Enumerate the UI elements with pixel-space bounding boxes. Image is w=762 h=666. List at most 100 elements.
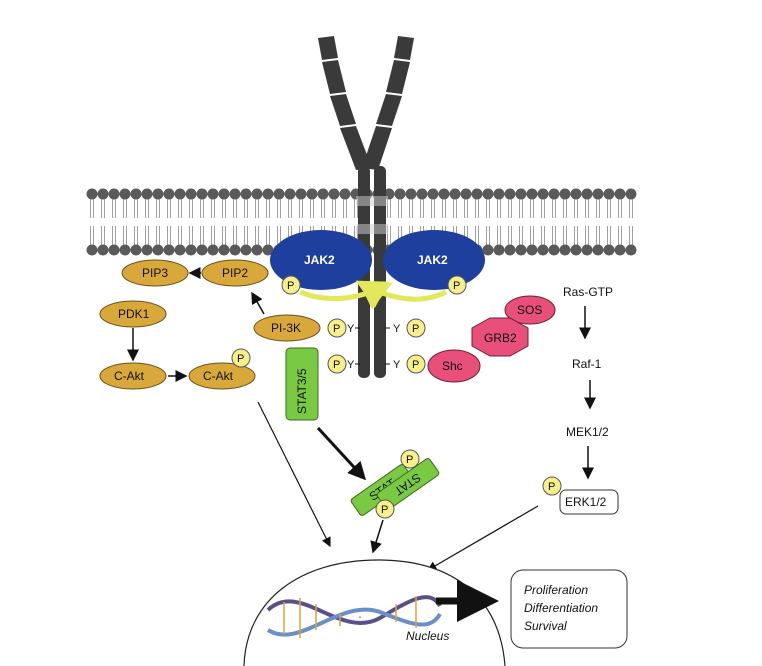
lipid-head (548, 188, 560, 200)
lipid-head (570, 188, 582, 200)
pip2-label: PIP2 (222, 266, 248, 280)
phospho-label: P (333, 323, 340, 335)
lipid-head (141, 244, 153, 256)
stat35-node (285, 347, 319, 421)
phospho-label: P (406, 454, 413, 466)
pi3k-label: PI-3K (271, 321, 301, 335)
grb2-label: GRB2 (484, 331, 517, 345)
pip3-label: PIP3 (142, 266, 168, 280)
lipid-head (559, 244, 571, 256)
lipid-head (108, 188, 120, 200)
lipid-head (548, 244, 560, 256)
lipid-head (251, 244, 263, 256)
tyrosine-label: Y (393, 323, 401, 335)
lipid-head (196, 188, 208, 200)
jak2-left (270, 230, 372, 290)
sos-label: SOS (517, 303, 542, 317)
cakt-label: C-Akt (114, 369, 145, 383)
lipid-head (471, 188, 483, 200)
lipid-head (614, 244, 626, 256)
arrow-erk-to-nucleus (426, 505, 539, 571)
lipid-head (284, 188, 296, 200)
lipid-head (262, 244, 274, 256)
phospho-label: P (381, 504, 388, 516)
jak-transphosphorylation-arrow-right (355, 280, 448, 309)
tyrosine-label: Y (347, 359, 355, 371)
nucleus-envelope (243, 559, 506, 666)
lipid-head (592, 188, 604, 200)
phospho-badge (281, 275, 301, 295)
lipid-head (251, 188, 263, 200)
lipid-head (152, 244, 164, 256)
lipid-head (207, 244, 219, 256)
lipid-head (427, 188, 439, 200)
pdk1-node (99, 300, 167, 328)
jak2-right (383, 230, 485, 290)
stat35-label: STAT3/5 (295, 368, 309, 414)
lipid-head (625, 188, 637, 200)
stat-dimer: STAT STAT P P (350, 449, 440, 519)
lipid-head (240, 244, 252, 256)
shc-label: Shc (442, 359, 463, 373)
lipid-head (559, 188, 571, 200)
lipid-head (130, 188, 142, 200)
lipid-head (592, 244, 604, 256)
lipid-head (537, 244, 549, 256)
jak2-right-label: JAK2 (417, 253, 448, 267)
pdk1-label: PDK1 (118, 307, 150, 321)
lipid-head (328, 188, 340, 200)
lipid-head (97, 244, 109, 256)
membrane-top-leaflet (86, 188, 637, 218)
cakt-phosph-node (188, 362, 256, 390)
lipid-head (504, 244, 516, 256)
phospho-label: P (548, 481, 555, 493)
lipid-head (306, 188, 318, 200)
tyrosine-label: Y (347, 323, 355, 335)
lipid-head (240, 188, 252, 200)
erk-label: ERK1/2 (565, 495, 607, 509)
lipid-head (229, 244, 241, 256)
lipid-head (537, 188, 549, 200)
lipid-head (581, 188, 593, 200)
dna-helix-icon (266, 595, 442, 638)
phospho-badge (447, 275, 467, 295)
lipid-head (86, 244, 98, 256)
outcome-differentiation: Differentiation (524, 601, 598, 615)
arrow-akt-to-nucleus (257, 401, 331, 548)
lipid-head (130, 244, 142, 256)
shc-node: Shc (427, 349, 481, 383)
lipid-head (339, 188, 351, 200)
pi3k-node (253, 314, 321, 342)
lipid-head (163, 188, 175, 200)
lipid-head (603, 188, 615, 200)
lipid-head (493, 244, 505, 256)
arrow-stat-to-dimer (316, 426, 367, 481)
lipid-head (218, 188, 230, 200)
lipid-head (515, 188, 527, 200)
phospho-label: P (237, 353, 244, 365)
lipid-head (482, 188, 494, 200)
lipid-head (163, 244, 175, 256)
lipid-head (229, 188, 241, 200)
lipid-head (416, 188, 428, 200)
lipid-head (141, 188, 153, 200)
grb2-node: GRB2 (471, 317, 529, 357)
pip3-node (121, 259, 189, 287)
lipid-head (185, 188, 197, 200)
pip2-node (201, 259, 269, 287)
mek-label: MEK1/2 (566, 425, 609, 439)
lipid-head (119, 244, 131, 256)
sos-node: SOS (504, 295, 556, 325)
lipid-head (482, 244, 494, 256)
ras-gtp-label: Ras-GTP (563, 285, 613, 299)
outcome-survival: Survival (524, 619, 567, 633)
lipid-head (196, 244, 208, 256)
lipid-head (515, 244, 527, 256)
tyrosine-label: Y (393, 359, 401, 371)
lipid-head (295, 188, 307, 200)
cakt-unphosph-node (99, 362, 167, 390)
lipid-head (581, 244, 593, 256)
lipid-head (504, 188, 516, 200)
phospho-label: P (453, 280, 460, 292)
